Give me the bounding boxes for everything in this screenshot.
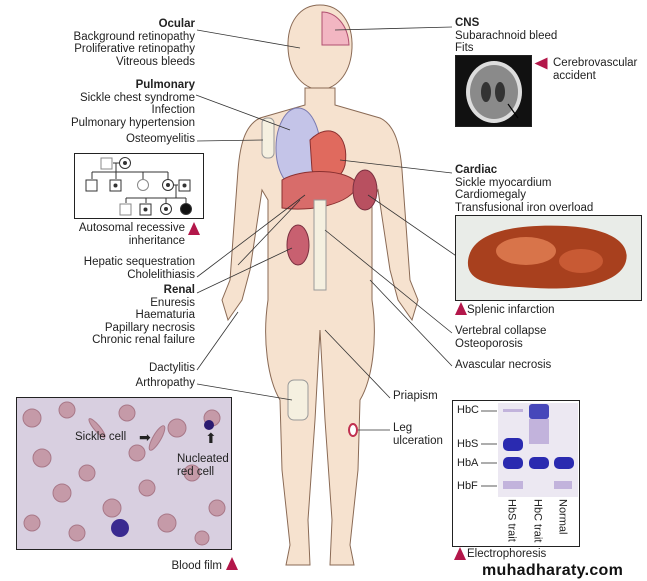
ct-caption-line: Cerebrovascular xyxy=(553,57,638,69)
cns-group: CNS Subarachnoid bleed Fits xyxy=(455,17,557,55)
cardiac-item: Transfusional iron overload xyxy=(455,201,594,214)
ct-scan-image xyxy=(455,55,532,127)
pulmonary-title: Pulmonary xyxy=(135,79,195,91)
pedigree-caption-line: inheritance xyxy=(128,234,185,247)
cardiac-item: Sickle myocardium xyxy=(455,176,552,189)
renal-item: Chronic renal failure xyxy=(92,334,195,346)
pulmonary-item: Pulmonary hypertension xyxy=(70,116,195,129)
electrophoresis-caption: Electrophoresis xyxy=(467,548,547,560)
lane-label: Normal xyxy=(556,499,569,535)
nucleated-label: Nucleated red cell xyxy=(177,453,229,478)
renal-item: Haematuria xyxy=(135,309,195,321)
arrow-up-icon: ⬆ xyxy=(205,430,217,446)
arrow-right-icon: ➡ xyxy=(139,429,151,445)
avascular-label: Avascular necrosis xyxy=(455,359,552,371)
pulmonary-group: Pulmonary Sickle chest syndrome Infectio… xyxy=(71,79,195,129)
ocular-item: Proliferative retinopathy xyxy=(74,43,195,55)
triangle-marker-icon xyxy=(226,557,238,570)
spleen-specimen xyxy=(467,225,627,289)
ct-caption: Cerebrovascular accident xyxy=(553,57,637,82)
pedigree-caption: Autosomal recessive inheritance xyxy=(79,222,185,247)
spine xyxy=(313,199,327,291)
brain xyxy=(321,11,350,46)
ocular-item: Vitreous bleeds xyxy=(115,55,195,68)
blood-cells xyxy=(22,401,226,546)
renal-item: Enuresis xyxy=(150,296,195,309)
leg-ulceration-label: Leg ulceration xyxy=(393,422,443,447)
cns-title: CNS xyxy=(455,17,480,29)
gel xyxy=(481,403,578,497)
arthropathy-label: Arthropathy xyxy=(135,377,195,389)
leg-ulceration-line: Leg xyxy=(393,422,413,434)
triangle-marker-icon xyxy=(188,222,200,235)
blood-film-image: Sickle cell ➡ ⬆ Nucleated red cell xyxy=(16,397,232,550)
blood-film-caption: Blood film xyxy=(171,560,223,572)
spleen-image xyxy=(455,215,642,301)
cardiac-item: Cardiomegaly xyxy=(455,189,526,201)
ct-caption-line: accident xyxy=(553,69,596,82)
pulmonary-item: Sickle chest syndrome xyxy=(79,91,195,104)
ocular-group: Ocular Background retinopathy Proliferat… xyxy=(74,18,195,68)
spleen xyxy=(352,169,378,211)
sickle-cell-label: Sickle cell xyxy=(75,431,127,443)
cardiac-group: Cardiac Sickle myocardium Cardiomegaly T… xyxy=(455,164,593,214)
leader-lines xyxy=(195,26,521,431)
vertebral-item: Vertebral collapse xyxy=(455,325,547,337)
vertebral-group: Vertebral collapse Osteoporosis xyxy=(455,325,546,350)
hepatic-item: Hepatic sequestration xyxy=(83,256,195,268)
band-label-hbs: HbS xyxy=(457,438,479,450)
hepatic-item: Cholelithiasis xyxy=(127,268,195,281)
renal-group: Renal Enuresis Haematuria Papillary necr… xyxy=(92,284,195,347)
pedigree-caption-line: Autosomal recessive xyxy=(78,222,185,234)
band-label-hba: HbA xyxy=(457,457,479,469)
triangle-marker-icon xyxy=(455,302,467,315)
kidney xyxy=(286,224,310,266)
triangle-marker-icon xyxy=(534,57,548,70)
priapism-label: Priapism xyxy=(393,390,438,402)
cns-item: Fits xyxy=(455,42,474,54)
humerus-bone xyxy=(261,117,275,159)
lane-label: HbS trait xyxy=(505,499,518,542)
band-label-hbf: HbF xyxy=(457,480,478,492)
leg-ulcer xyxy=(348,423,358,437)
pedigree-chart xyxy=(74,153,204,219)
nucleated-label-line: Nucleated xyxy=(177,453,229,465)
vertebral-item: Osteoporosis xyxy=(455,337,523,350)
ct-brain xyxy=(466,61,522,123)
cardiac-title: Cardiac xyxy=(455,164,498,176)
splenic-caption: Splenic infarction xyxy=(467,304,555,316)
cns-item: Subarachnoid bleed xyxy=(455,29,558,42)
lane-label: HbC trait xyxy=(531,499,544,543)
renal-title: Renal xyxy=(163,284,195,296)
dactylitis-label: Dactylitis xyxy=(148,362,195,374)
triangle-marker-icon xyxy=(454,547,466,560)
ocular-item: Background retinopathy xyxy=(73,30,195,43)
hepatic-group: Hepatic sequestration Cholelithiasis xyxy=(84,256,195,281)
band-label-hbc: HbC xyxy=(457,404,480,416)
knee-joint xyxy=(287,379,309,421)
nucleated-label-line: red cell xyxy=(177,465,215,478)
pulmonary-item: Infection xyxy=(151,104,195,116)
leg-ulceration-line: ulceration xyxy=(393,434,443,447)
watermark: muhadharaty.com xyxy=(482,562,624,579)
pedigree-diagram xyxy=(85,157,192,216)
renal-item: Papillary necrosis xyxy=(104,321,195,334)
osteomyelitis-label: Osteomyelitis xyxy=(125,133,195,145)
ocular-title: Ocular xyxy=(158,18,195,30)
electrophoresis-panel: HbC HbS HbA HbF HbS trait HbC trait Norm… xyxy=(452,400,580,547)
